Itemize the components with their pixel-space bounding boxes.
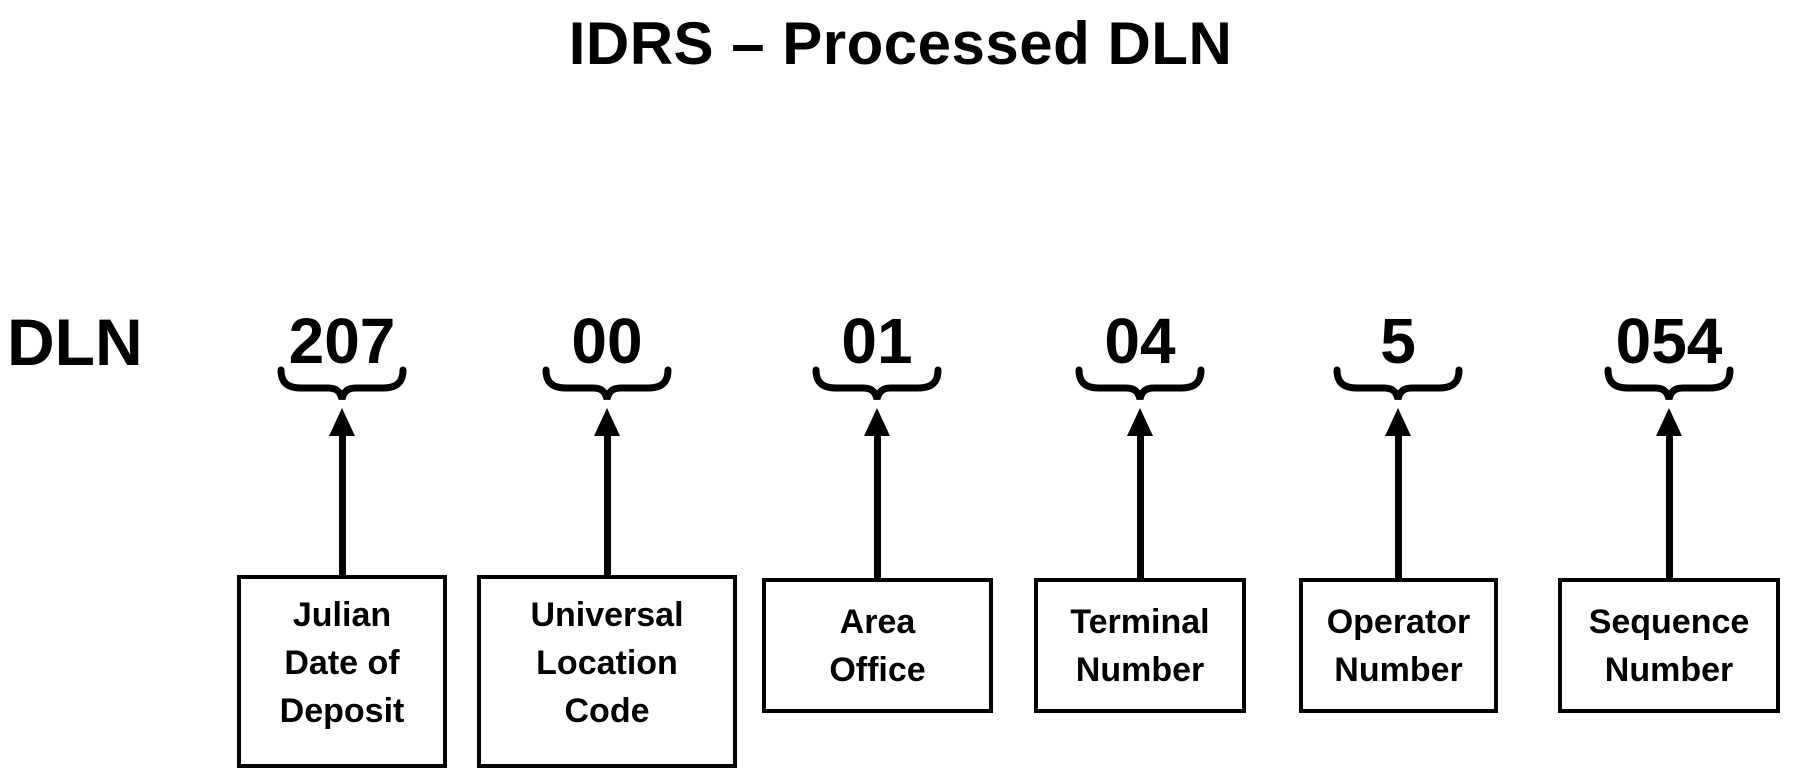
segment-label-box: Terminal Number — [1034, 578, 1246, 713]
up-arrow-icon — [594, 408, 620, 436]
arrow-shaft — [603, 430, 611, 575]
segment-value: 5 — [1380, 305, 1416, 377]
underbrace-icon — [1075, 366, 1205, 401]
label-line: Number — [1334, 650, 1463, 689]
segment-label-box: Julian Date of Deposit — [237, 575, 447, 768]
underbrace-icon — [542, 366, 672, 401]
label-line: Date of — [284, 643, 400, 682]
up-arrow-icon — [329, 408, 355, 436]
label-line: Code — [564, 691, 650, 730]
underbrace-icon — [1333, 366, 1463, 401]
label-line: Operator — [1326, 602, 1471, 641]
segment-label-box: Area Office — [762, 578, 993, 713]
label-line: Office — [829, 650, 926, 689]
up-arrow-icon — [1656, 408, 1682, 436]
arrow-shaft — [1394, 430, 1402, 578]
page-title: IDRS – Processed DLN — [568, 10, 1233, 77]
arrow-shaft — [1665, 430, 1673, 578]
underbrace-icon — [1604, 366, 1734, 401]
label-line: Universal — [530, 595, 684, 634]
up-arrow-icon — [1385, 408, 1411, 436]
label-line: Sequence — [1588, 602, 1750, 641]
segment-value: 01 — [841, 305, 913, 377]
label-line: Location — [536, 643, 678, 682]
segment-value: 00 — [571, 305, 643, 377]
segment-label-box: Sequence Number — [1558, 578, 1780, 713]
up-arrow-icon — [864, 408, 890, 436]
segment-label-box: Operator Number — [1299, 578, 1498, 713]
underbrace-icon — [277, 366, 407, 401]
arrow-shaft — [873, 430, 881, 578]
arrow-shaft — [338, 430, 346, 575]
arrow-shaft — [1136, 430, 1144, 578]
label-line: Julian — [292, 595, 392, 634]
underbrace-icon — [812, 366, 942, 401]
up-arrow-icon — [1127, 408, 1153, 436]
segment-value: 04 — [1104, 305, 1176, 377]
dln-label: DLN — [7, 305, 143, 379]
segment-value: 207 — [288, 305, 396, 377]
label-line: Number — [1604, 650, 1734, 689]
label-line: Area — [839, 602, 916, 641]
label-line: Number — [1075, 650, 1205, 689]
label-line: Deposit — [279, 691, 405, 730]
segment-value: 054 — [1615, 305, 1723, 377]
label-line: Terminal — [1070, 602, 1210, 641]
segment-label-box: Universal Location Code — [477, 575, 737, 768]
